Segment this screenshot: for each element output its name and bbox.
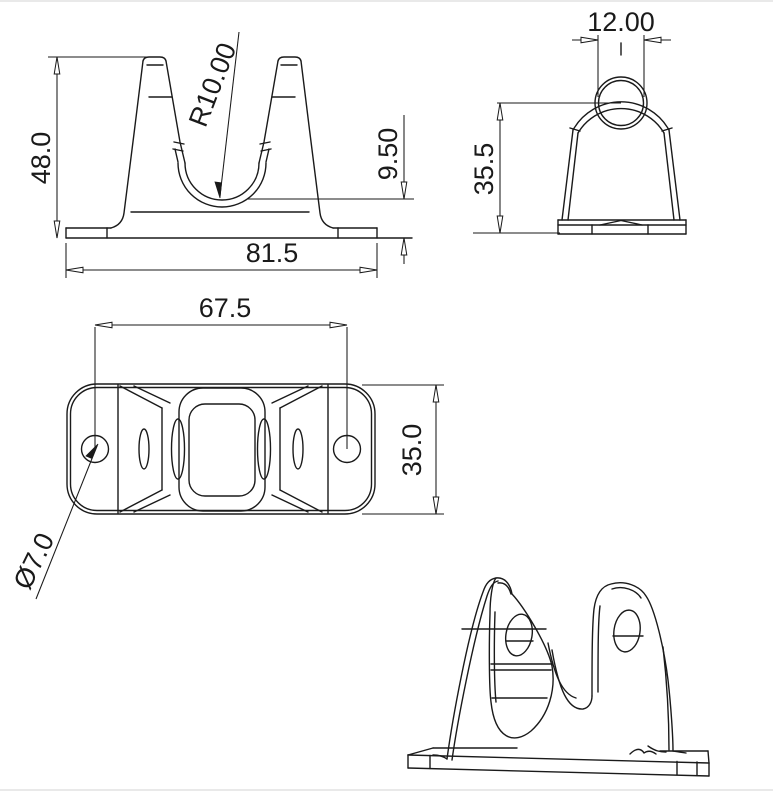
dim-label-saddle-floor: 9.50 [373,128,403,181]
front-view: 48.0 R10.00 9.50 81.5 [26,31,414,278]
isometric-view [407,577,710,777]
side-view: 12.00 35.5 [469,7,687,235]
dimension-hole-spacing: 67.5 [94,293,348,449]
dimension-hole-diameter: 12.00 [572,7,671,97]
dimension-base-width: 81.5 [65,238,378,278]
dimension-plate-depth: 35.0 [362,384,444,515]
dimension-saddle-floor: 9.50 [247,115,414,264]
isometric-outline [407,577,710,777]
dimension-hole-height: 35.5 [469,102,621,234]
dimension-hole-callout: Ø7.0 [8,443,99,600]
dimension-saddle-radius: R10.00 [183,31,242,199]
top-view: 67.5 35.0 Ø7.0 [8,293,444,600]
dim-label-hole-callout: Ø7.0 [8,528,61,594]
dim-label-plate-depth: 35.0 [397,424,427,477]
dim-label-hole-height: 35.5 [469,143,499,196]
front-view-outline [65,56,413,239]
dimension-height-48: 48.0 [26,56,150,239]
dim-label-hole-diameter: 12.00 [587,7,655,37]
dim-label-base-width: 81.5 [246,238,299,268]
dim-label-hole-spacing: 67.5 [199,293,252,323]
dim-label-height: 48.0 [26,132,56,185]
top-view-outline [66,383,376,515]
side-view-outline [557,42,687,235]
